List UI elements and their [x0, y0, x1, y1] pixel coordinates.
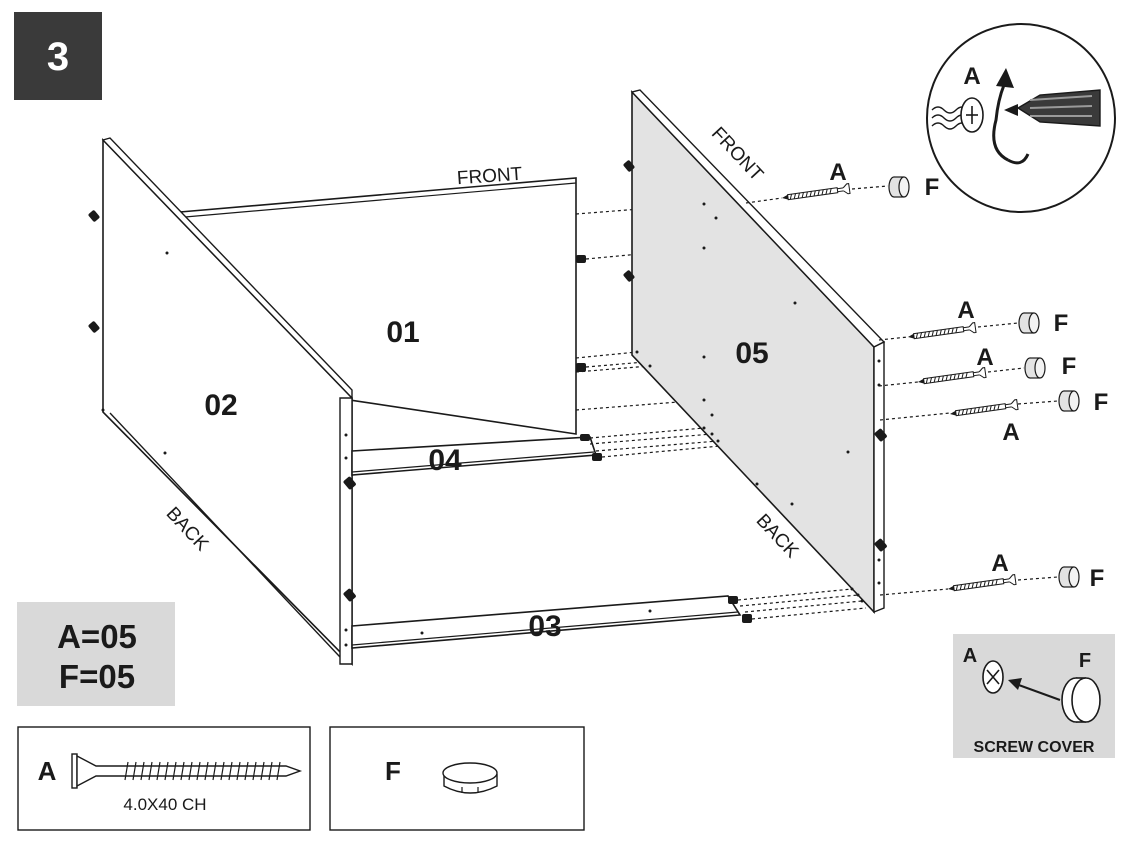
panel-05: 05 FRONT BACK [623, 89, 887, 615]
cover-detail-caption: SCREW COVER [974, 739, 1095, 756]
step-number: 3 [47, 35, 69, 79]
legend-cover-letter: F [385, 756, 401, 786]
detail-screw-label: A [963, 63, 980, 90]
screw-label: A [991, 550, 1008, 577]
screw-set-4: A F [879, 389, 1109, 446]
screw-set-5: A F [879, 550, 1105, 596]
dowel [576, 255, 586, 263]
cover-label: F [1054, 310, 1069, 337]
rail-04: 04 [351, 434, 602, 477]
arrow-icon [1008, 678, 1061, 701]
screw-icon [71, 753, 303, 789]
screw-set-3: A F [878, 344, 1077, 388]
screwdriver-detail: A [926, 23, 1116, 213]
screw-label: A [1002, 419, 1019, 446]
dowel [576, 363, 586, 372]
screw-label: A [957, 297, 974, 324]
panel-label-01: 01 [386, 316, 419, 349]
front-label-top: FRONT [456, 164, 523, 190]
legend-cover-box: F [329, 726, 585, 831]
alignment-lines [575, 203, 867, 620]
cover-detail-label-a: A [963, 645, 977, 667]
panel-label-04: 04 [428, 444, 462, 477]
screw-label: A [976, 344, 993, 371]
quantity-f: F=05 [59, 658, 135, 695]
cover-detail-label-f: F [1079, 650, 1091, 672]
cover-cap-icon [442, 762, 498, 794]
legend-screw-box: A 4.0X40 CH [17, 726, 311, 831]
screw-set-1: A F [745, 159, 940, 204]
cover-label: F [925, 174, 940, 201]
quantity-a: A=05 [57, 618, 137, 655]
cover-label: F [1090, 565, 1105, 592]
screw-head-icon [982, 660, 1004, 694]
rotate-arrow-icon [992, 68, 1030, 165]
panel-label-03: 03 [528, 610, 561, 643]
screwdriver-icon [1004, 89, 1101, 127]
cover-label: F [1094, 389, 1109, 416]
panel-label-02: 02 [204, 389, 237, 422]
quantities-box: A=05 F=05 [17, 602, 175, 706]
rail-03: 03 [351, 595, 752, 649]
legend-screw-letter: A [38, 756, 57, 786]
step-badge: 3 [14, 12, 102, 100]
cover-cap-icon [1061, 677, 1101, 723]
legend-screw-spec: 4.0X40 CH [123, 795, 206, 814]
panel-label-05: 05 [735, 337, 768, 370]
cover-label: F [1062, 353, 1077, 380]
screw-label: A [829, 159, 846, 186]
screw-cover-detail: A F SCREW COVER [953, 634, 1115, 758]
screw-set-2: A F [878, 297, 1069, 343]
screw-icon [931, 97, 984, 133]
